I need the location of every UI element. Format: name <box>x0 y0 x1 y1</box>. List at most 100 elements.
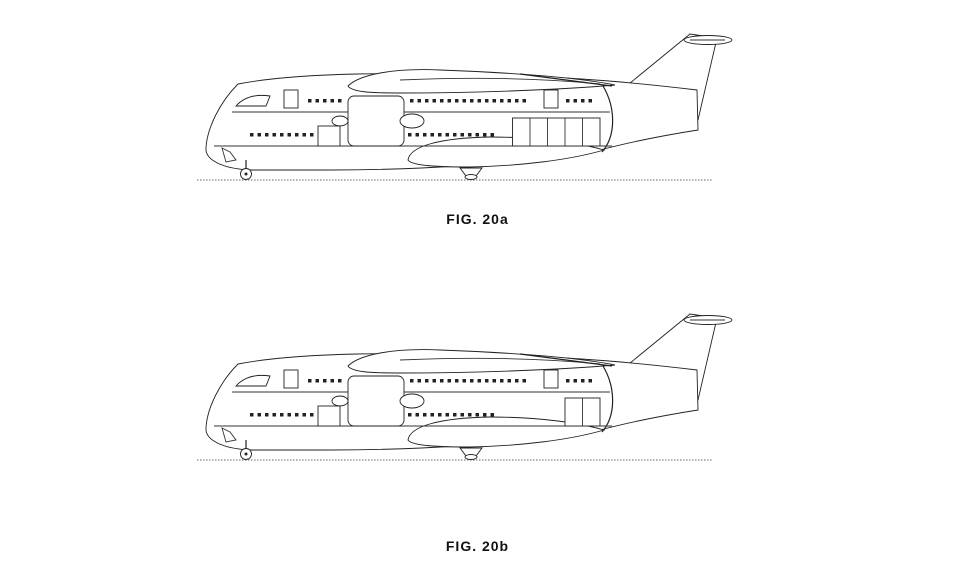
cabin-window <box>522 99 526 103</box>
cabin-window <box>515 379 519 383</box>
cabin-window <box>468 133 472 137</box>
cabin-window <box>490 413 494 417</box>
cabin-window <box>423 133 427 137</box>
cabin-window <box>475 413 479 417</box>
cabin-window <box>500 379 504 383</box>
cabin-window <box>507 99 511 103</box>
nose-gear-door <box>221 147 237 163</box>
cabin-window <box>453 133 457 137</box>
cabin-window <box>415 133 419 137</box>
aft-bulkhead <box>601 365 614 433</box>
cabin-window <box>470 379 474 383</box>
cabin-window <box>415 413 419 417</box>
engine-intake <box>331 395 349 407</box>
cargo-hold <box>512 117 601 147</box>
cabin-window <box>272 133 276 137</box>
cabin-window <box>280 133 284 137</box>
cabin-window <box>460 413 464 417</box>
cabin-window <box>470 99 474 103</box>
cabin-window <box>462 99 466 103</box>
cabin-window <box>257 133 261 137</box>
cabin-window <box>490 133 494 137</box>
cabin-window <box>460 133 464 137</box>
cabin-window <box>455 99 459 103</box>
door <box>317 405 341 427</box>
cabin-window <box>500 99 504 103</box>
cabin-window <box>573 379 577 383</box>
cabin-window <box>272 413 276 417</box>
cabin-window <box>338 379 342 383</box>
cabin-window <box>310 133 314 137</box>
engine-nacelle <box>347 95 405 147</box>
engine-nacelle <box>347 375 405 427</box>
cabin-window <box>566 379 570 383</box>
cabin-window <box>315 99 319 103</box>
cabin-window <box>430 133 434 137</box>
cabin-window <box>287 133 291 137</box>
cabin-window <box>483 133 487 137</box>
figure-caption: FIG. 20a <box>446 211 509 227</box>
cabin-window <box>475 133 479 137</box>
cabin-window <box>573 99 577 103</box>
cabin-window <box>462 379 466 383</box>
cabin-window <box>250 413 254 417</box>
main-wheel <box>464 454 478 460</box>
cabin-window <box>581 99 585 103</box>
cabin-window <box>410 379 414 383</box>
figure-20b: FIG. 20b <box>0 280 955 567</box>
cabin-window <box>302 133 306 137</box>
upper-wing-edge <box>519 73 613 87</box>
aft-bulkhead <box>601 85 614 153</box>
cabin-window <box>430 413 434 417</box>
cabin-window <box>432 379 436 383</box>
cabin-window <box>438 413 442 417</box>
cabin-window <box>581 379 585 383</box>
cabin-window <box>280 413 284 417</box>
cabin-window <box>408 413 412 417</box>
cabin-window <box>287 413 291 417</box>
cabin-window <box>323 379 327 383</box>
upper-wing-fairing <box>347 349 616 374</box>
cabin-window <box>265 133 269 137</box>
cabin-window <box>423 413 427 417</box>
engine-exhaust <box>399 113 425 129</box>
upper-wing-fairing <box>347 69 616 94</box>
cabin-window <box>432 99 436 103</box>
cabin-window <box>477 379 481 383</box>
cabin-window <box>425 99 429 103</box>
cabin-window <box>483 413 487 417</box>
cabin-window <box>440 99 444 103</box>
cabin-window <box>485 99 489 103</box>
cabin-window <box>455 379 459 383</box>
cabin-window <box>438 133 442 137</box>
cabin-window <box>302 413 306 417</box>
cabin-window <box>492 99 496 103</box>
engine-intake <box>331 115 349 127</box>
cabin-window <box>492 379 496 383</box>
cabin-window <box>310 413 314 417</box>
figure-20a: FIG. 20a <box>0 0 955 280</box>
door <box>317 125 341 147</box>
nose-wheel-hub <box>244 172 248 176</box>
cabin-window <box>588 99 592 103</box>
cabin-window <box>445 413 449 417</box>
cabin-window <box>417 379 421 383</box>
main-wheel <box>464 174 478 180</box>
cockpit-window <box>234 375 271 387</box>
cabin-window <box>588 379 592 383</box>
door <box>283 369 299 389</box>
cabin-window <box>447 99 451 103</box>
cabin-window <box>408 133 412 137</box>
engine-exhaust <box>399 393 425 409</box>
nose-gear-door <box>221 427 237 443</box>
cabin-window <box>453 413 457 417</box>
cabin-window <box>295 413 299 417</box>
door <box>283 89 299 109</box>
cabin-window <box>410 99 414 103</box>
nose-wheel-hub <box>244 452 248 456</box>
cabin-window <box>308 379 312 383</box>
cabin-window <box>295 133 299 137</box>
figure-caption: FIG. 20b <box>445 538 510 554</box>
cabin-window <box>323 99 327 103</box>
cabin-window <box>566 99 570 103</box>
